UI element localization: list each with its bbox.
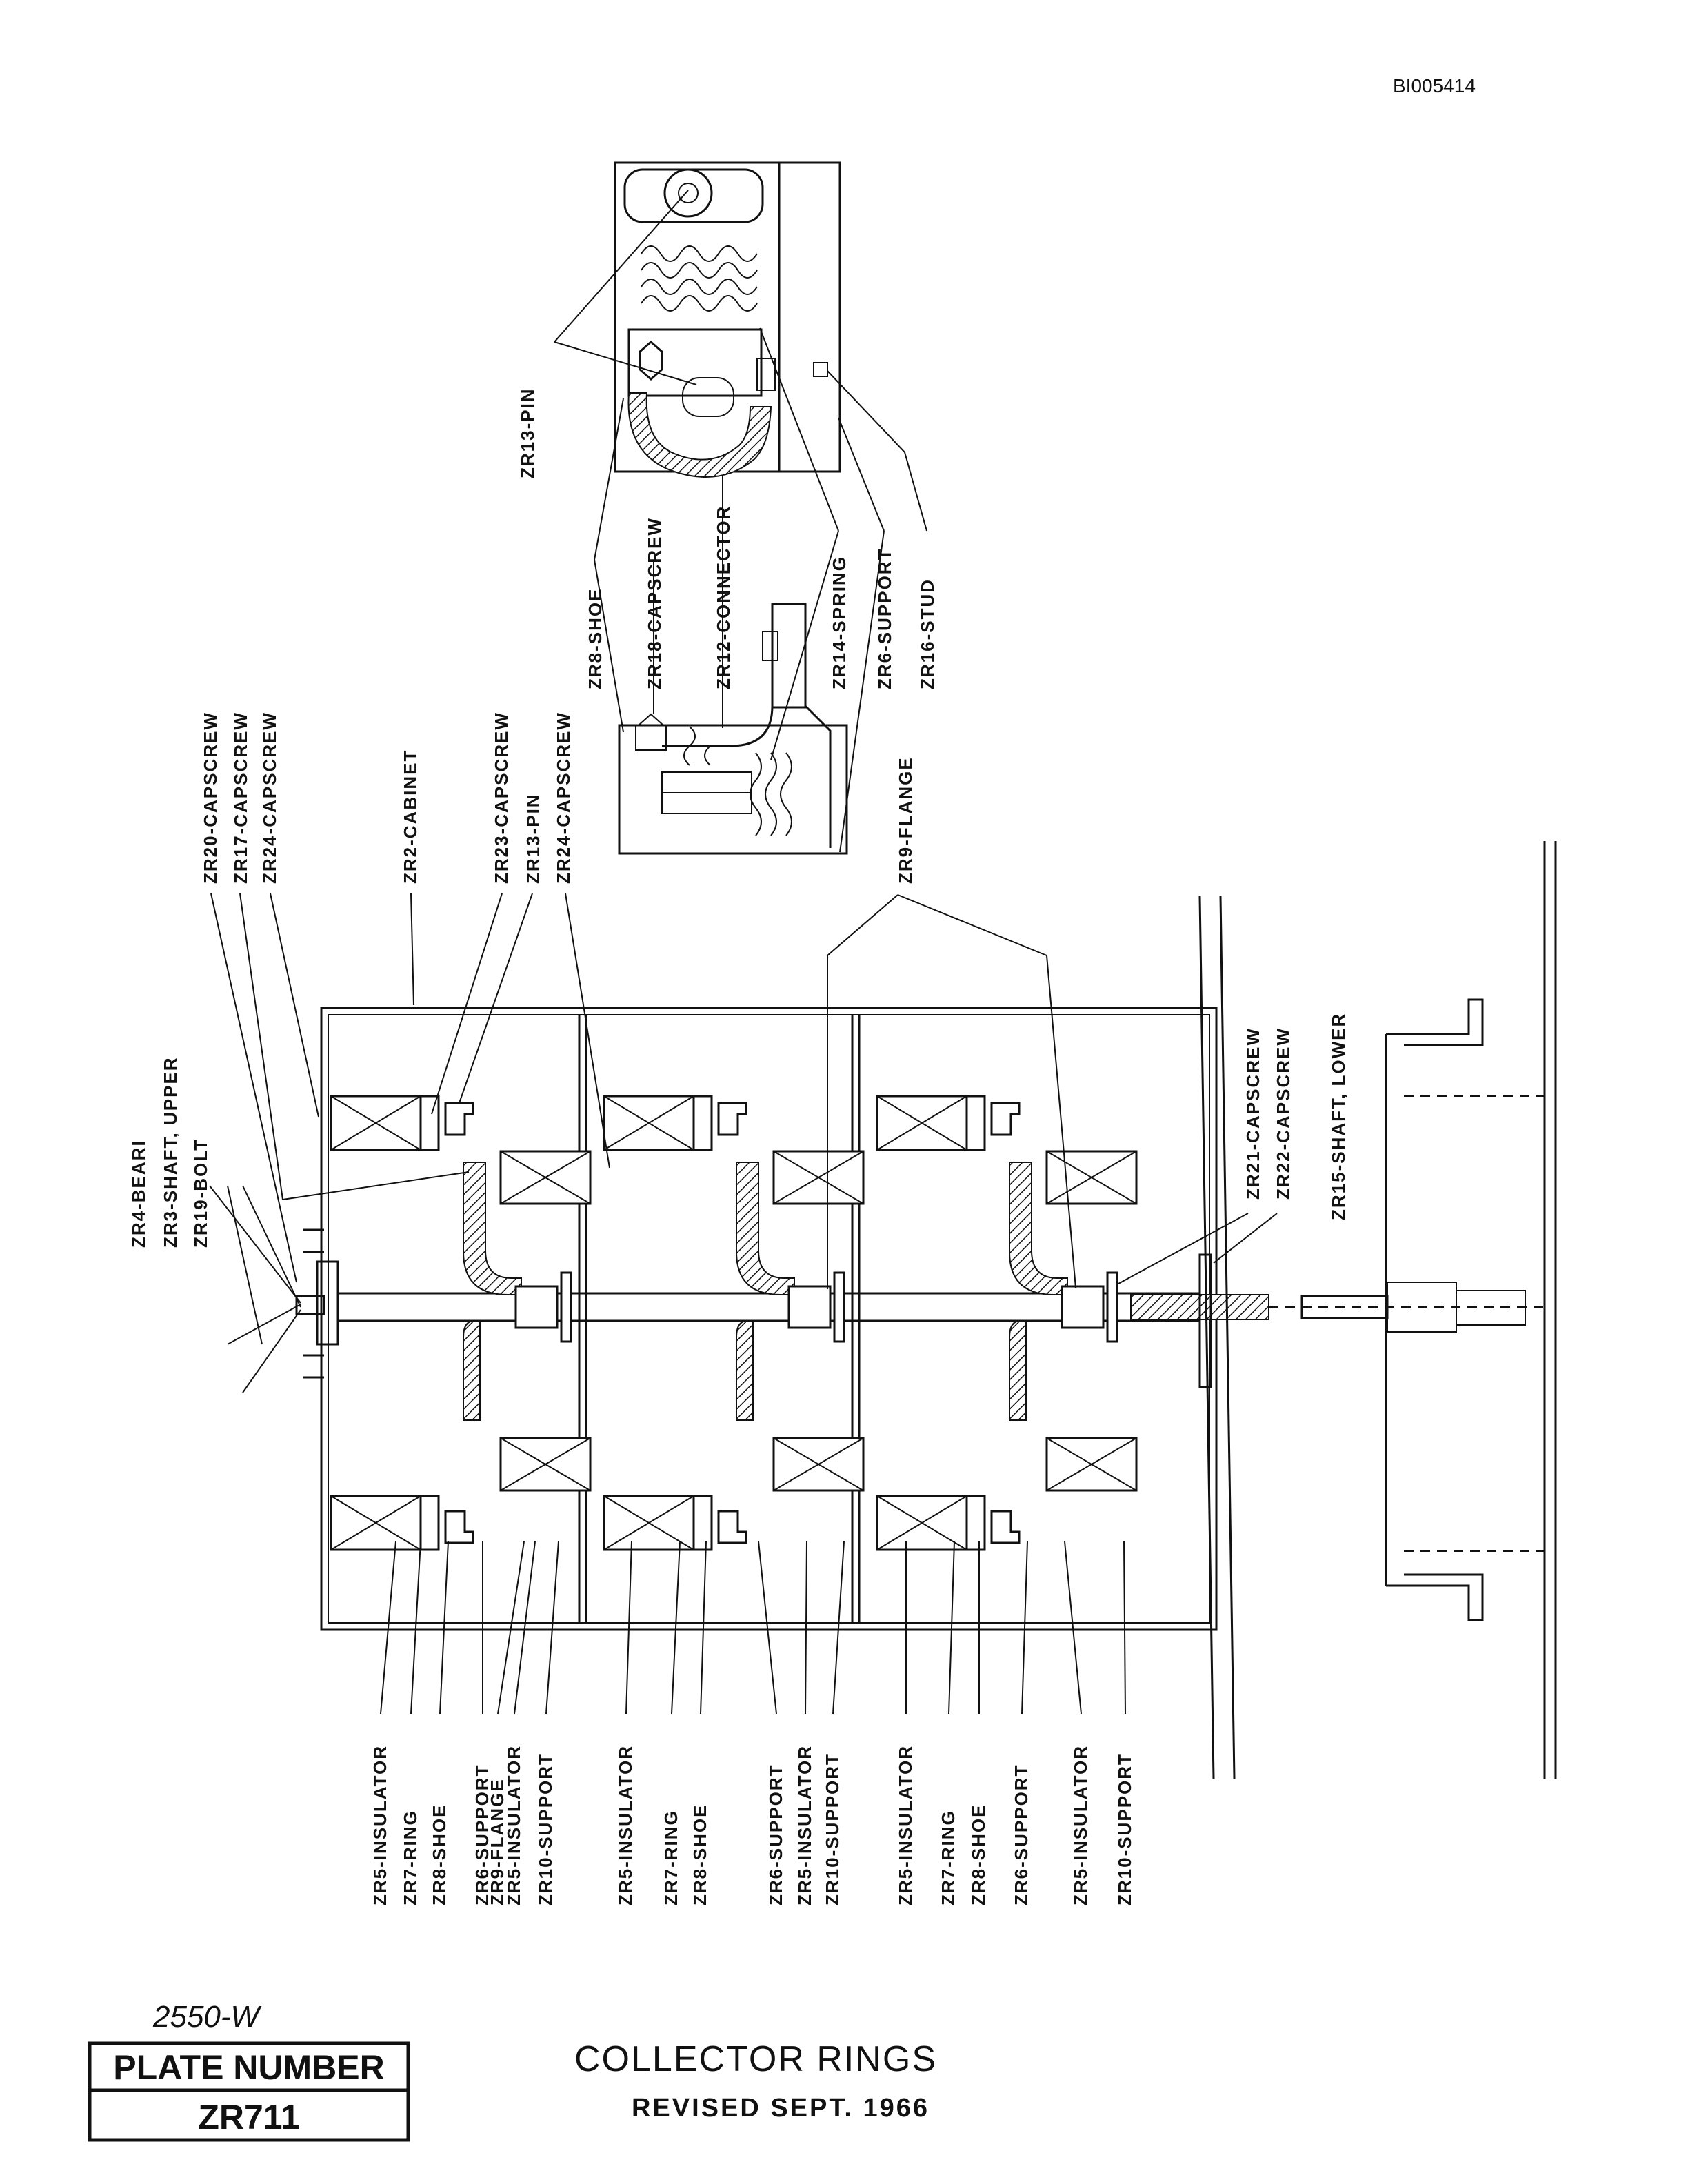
hub [787,1285,832,1329]
ring [692,1495,713,1551]
ring-sections [330,1095,1138,1551]
bottom-callout-label: ZR8-SHOE [429,1804,450,1905]
ring [965,1095,986,1151]
bottom-callout-label: ZR6-SUPPORT [472,1764,492,1905]
callout-zr2-cabinet: ZR2-CABINET [400,749,421,884]
plate-heading: PLATE NUMBER [113,2048,385,2087]
bottom-callout-label: ZR6-SUPPORT [765,1764,786,1905]
ring-section [330,1095,592,1551]
detail-view-lower [618,603,848,855]
shoe [990,1102,1021,1136]
bottom-callout-label: ZR10-SUPPORT [1114,1752,1135,1905]
bottom-callout-label: ZR5-INSULATOR [503,1745,524,1905]
bottom-callout-label: ZR5-INSULATOR [1070,1745,1091,1905]
detail-callouts: ZR13-PIN ZR8-SHOE ZR18-CAPSCREW ZR12-CON… [517,387,938,689]
bottom-callout-label: ZR5-INSULATOR [370,1745,390,1905]
bottom-callout-label: ZR5-INSULATOR [615,1745,636,1905]
bottom-callout-label: ZR7-RING [938,1810,958,1905]
shoe [717,1102,747,1136]
detail-leader-lines [554,190,927,853]
connector [463,1320,481,1421]
callout-zr13-pin: ZR13-PIN [523,793,543,884]
document-id: BI005414 [1393,75,1476,97]
lower-housing [1385,841,1557,1779]
callout-zr3-shaft-upper: ZR3-SHAFT, UPPER [160,1056,181,1248]
callout-zr4-bearing: ZR4-BEARI [128,1140,149,1248]
flange [560,1271,572,1343]
callout-zr18-capscrew: ZR18-CAPSCREW [644,517,665,689]
shoe [717,1510,747,1544]
shoe [444,1510,474,1544]
callout-zr15-shaft-lower: ZR15-SHAFT, LOWER [1328,1013,1349,1220]
right-callouts: ZR21-CAPSCREW ZR22-CAPSCREW ZR15-SHAFT, … [1243,1013,1349,1220]
revision-note: REVISED SEPT. 1966 [632,2094,930,2123]
callout-zr23-capscrew: ZR23-CAPSCREW [491,711,512,884]
bottom-callout-label: ZR8-SHOE [968,1804,989,1905]
connector [1009,1320,1027,1421]
callout-zr20-capscrew: ZR20-CAPSCREW [200,711,221,884]
callout-zr19-bolt: ZR19-BOLT [190,1138,211,1248]
plate-number-box: PLATE NUMBER ZR711 [88,2041,410,2142]
callout-zr21-capscrew: ZR21-CAPSCREW [1243,1027,1263,1200]
connector [736,1320,754,1421]
callout-zr22-capscrew: ZR22-CAPSCREW [1273,1027,1294,1200]
callout-zr8-shoe-detail: ZR8-SHOE [585,588,605,689]
shoe [444,1102,474,1136]
handwritten-number: 2550-W [152,2000,262,2034]
ring-section [603,1095,865,1551]
flange [833,1271,845,1343]
ring [419,1095,440,1151]
top-callouts: ZR20-CAPSCREW ZR17-CAPSCREW ZR24-CAPSCRE… [200,711,916,884]
callout-zr24-capscrew-right: ZR24-CAPSCREW [553,711,574,884]
bottom-callout-label: ZR7-RING [661,1810,681,1905]
bottom-callout-label: ZR6-SUPPORT [1011,1764,1032,1905]
ring [419,1495,440,1551]
drawing-title: COLLECTOR RINGS [574,2039,937,2079]
hub [1061,1285,1105,1329]
callout-zr9-flange-top: ZR9-FLANGE [895,756,916,884]
callout-zr12-connector: ZR12-CONNECTOR [713,505,734,689]
callout-zr16-stud: ZR16-STUD [917,578,938,689]
plate-number: ZR711 [198,2098,299,2136]
bottom-callout-label: ZR10-SUPPORT [535,1752,556,1905]
callout-zr13-pin-detail: ZR13-PIN [517,387,538,478]
shoe [990,1510,1021,1544]
shaft [336,896,1545,1779]
flange [1106,1271,1118,1343]
bottom-callout-label: ZR5-INSULATOR [895,1745,916,1905]
bottom-callouts: ZR5-INSULATOR ZR7-RING ZR8-SHOE ZR6-SUPPORT… [370,1541,1135,1905]
hub [514,1285,559,1329]
ring [965,1495,986,1551]
callout-zr14-spring: ZR14-SPRING [829,556,850,689]
callout-zr17-capscrew: ZR17-CAPSCREW [230,711,251,884]
main-leader-lines [209,893,1335,1393]
callout-zr6-support-detail: ZR6-SUPPORT [874,548,895,689]
detail-view-upper [614,161,841,478]
ring [692,1095,713,1151]
callout-zr24-capscrew-left: ZR24-CAPSCREW [259,711,280,884]
bottom-callout-label: ZR10-SUPPORT [822,1752,843,1905]
ring-section [876,1095,1138,1551]
bottom-callout-label: ZR8-SHOE [690,1804,710,1905]
bottom-callout-label: ZR5-INSULATOR [794,1745,815,1905]
bottom-callout-label: ZR7-RING [400,1810,421,1905]
bottom-callout-label: ZR9-FLANGE [487,1778,508,1905]
left-callouts: ZR4-BEARI ZR3-SHAFT, UPPER ZR19-BOLT [128,1056,211,1248]
